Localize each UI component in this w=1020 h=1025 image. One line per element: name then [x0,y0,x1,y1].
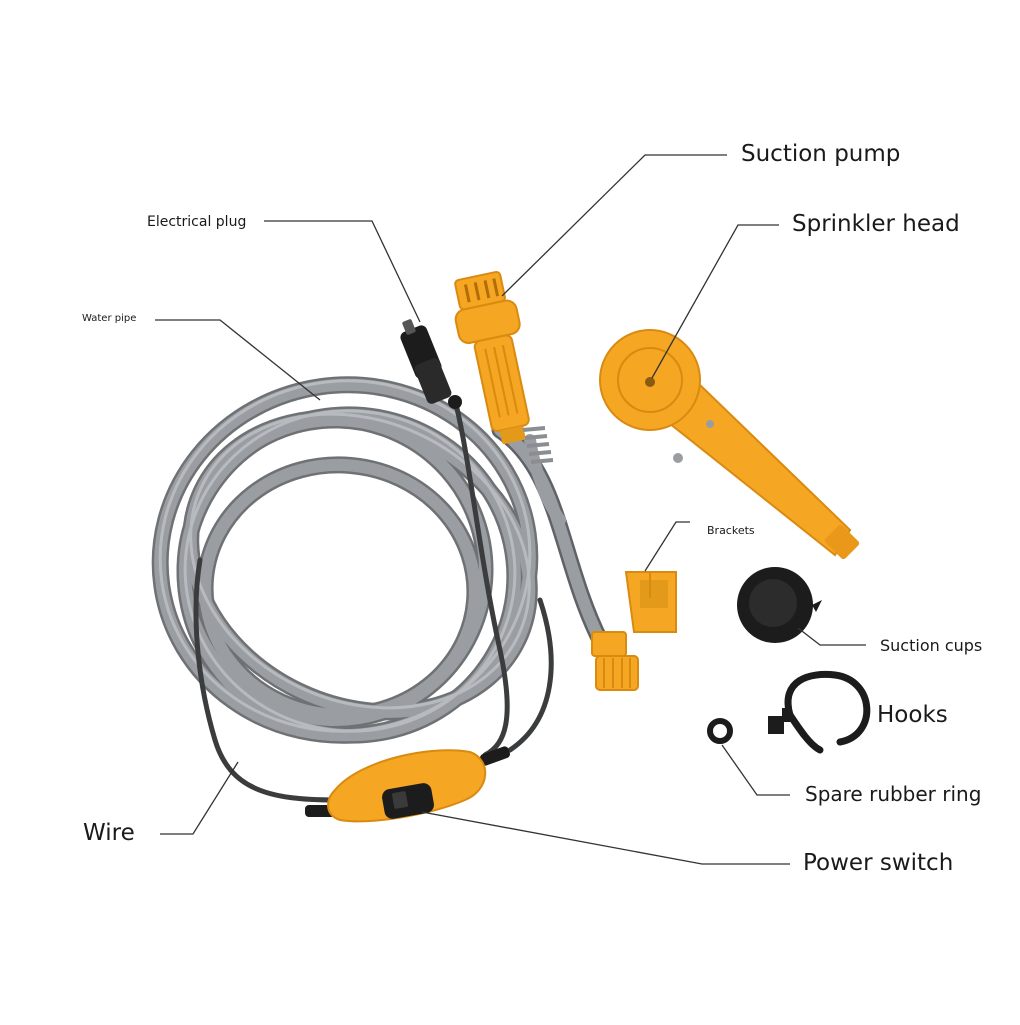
suction-cup [737,567,822,643]
label-electrical-plug: Electrical plug [147,214,247,230]
water-pipe-coil [151,376,609,744]
leader-lines [155,154,866,865]
leader-power-switch [421,811,790,865]
electrical-wire [193,397,554,803]
electrical-plug [400,319,462,409]
hose-end-connector [591,631,639,691]
label-sprinkler-head: Sprinkler head [792,211,960,237]
hook [768,670,871,754]
leader-suction-cups [797,627,866,646]
leader-water-pipe [155,319,321,401]
suction-pump [454,270,530,444]
label-brackets: Brackets [707,524,755,537]
label-hooks: Hooks [877,702,948,728]
spare-rubber-ring [707,718,733,744]
label-power-switch: Power switch [803,850,954,876]
label-wire: Wire [83,820,135,846]
pump-spring [522,426,554,464]
leader-sprinkler-head [651,224,779,379]
leader-brackets [644,521,690,572]
leader-suction-pump [501,154,727,297]
label-suction-cups: Suction cups [880,636,983,655]
sprinkler-head [599,329,860,560]
leader-electrical-plug [264,220,421,323]
leader-spare-rubber-ring [721,744,790,796]
label-suction-pump: Suction pump [741,141,901,167]
power-switch [305,746,511,823]
label-spare-rubber-ring: Spare rubber ring [805,782,982,806]
label-water-pipe: Water pipe [82,313,137,324]
bracket [624,571,677,633]
leader-wire [160,761,239,835]
